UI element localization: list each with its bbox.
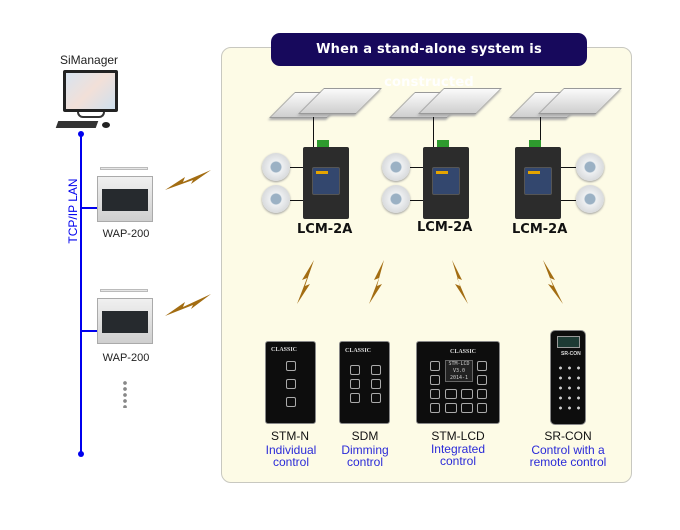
- wire: [540, 117, 541, 147]
- controller-label: LCM-2A: [417, 220, 473, 235]
- sdm-dimmer: CLASSIC: [339, 341, 390, 424]
- device-name: STM-N: [271, 429, 309, 443]
- wire: [313, 117, 314, 147]
- lcd-line: V3.0: [452, 368, 466, 374]
- wap-200-gateway: [97, 289, 153, 344]
- occupancy-sensor: [576, 185, 604, 213]
- controller-label: LCM-2A: [297, 222, 353, 237]
- device-name: SR-CON: [544, 429, 592, 443]
- device-name: STM-LCD: [431, 429, 485, 443]
- occupancy-sensor: [262, 185, 290, 213]
- more-dots: [123, 380, 127, 408]
- stm-n-switch: CLASSIC: [265, 341, 316, 424]
- wire: [561, 200, 576, 201]
- gateway-label: WAP-200: [102, 352, 150, 364]
- computer-icon: [55, 70, 119, 132]
- wire: [410, 167, 423, 168]
- lcm-2a-controller: [515, 140, 561, 219]
- wireless-signal-icon: [165, 294, 211, 316]
- simanager-label: SiManager: [60, 53, 119, 67]
- remote-keypad: [556, 363, 582, 413]
- occupancy-sensor: [382, 185, 410, 213]
- lan-branch: [81, 207, 97, 209]
- sr-con-remote: SR-CON: [550, 330, 586, 425]
- wireless-signal-icon: [297, 260, 314, 304]
- lan-branch: [81, 330, 97, 332]
- lan-endpoint-top: [78, 131, 84, 137]
- device-name: SDM: [351, 429, 379, 443]
- lan-endpoint-bottom: [78, 451, 84, 457]
- wireless-signal-icon: [369, 260, 384, 304]
- wire: [290, 200, 303, 201]
- panel-title: When a stand-alone system is constructed: [271, 33, 587, 90]
- wireless-signal-icon: [165, 170, 211, 190]
- wire: [561, 167, 576, 168]
- lcd-line: 2014-1: [449, 375, 469, 381]
- brand-logo: CLASSIC: [450, 349, 477, 355]
- wireless-signal-icon: [543, 260, 563, 304]
- occupancy-sensor: [576, 153, 604, 181]
- wireless-signal-icon: [452, 260, 468, 304]
- network-label: TCP/IP LAN: [66, 178, 80, 244]
- lan-line: [80, 133, 82, 455]
- brand-logo: CLASSIC: [345, 348, 372, 354]
- wap-200-gateway: [97, 167, 153, 222]
- occupancy-sensor: [382, 153, 410, 181]
- wire: [410, 200, 423, 201]
- lcm-2a-controller: [423, 140, 469, 219]
- gateway-label: WAP-200: [102, 228, 150, 240]
- controller-label: LCM-2A: [512, 222, 568, 237]
- lcd-line: STM-LCD: [448, 361, 470, 367]
- remote-screen: [557, 336, 580, 348]
- occupancy-sensor: [262, 153, 290, 181]
- wire: [290, 167, 303, 168]
- brand-logo: SR-CON: [561, 351, 581, 357]
- lcm-2a-controller: [303, 140, 349, 219]
- wire: [433, 117, 434, 147]
- brand-logo: CLASSIC: [271, 347, 298, 353]
